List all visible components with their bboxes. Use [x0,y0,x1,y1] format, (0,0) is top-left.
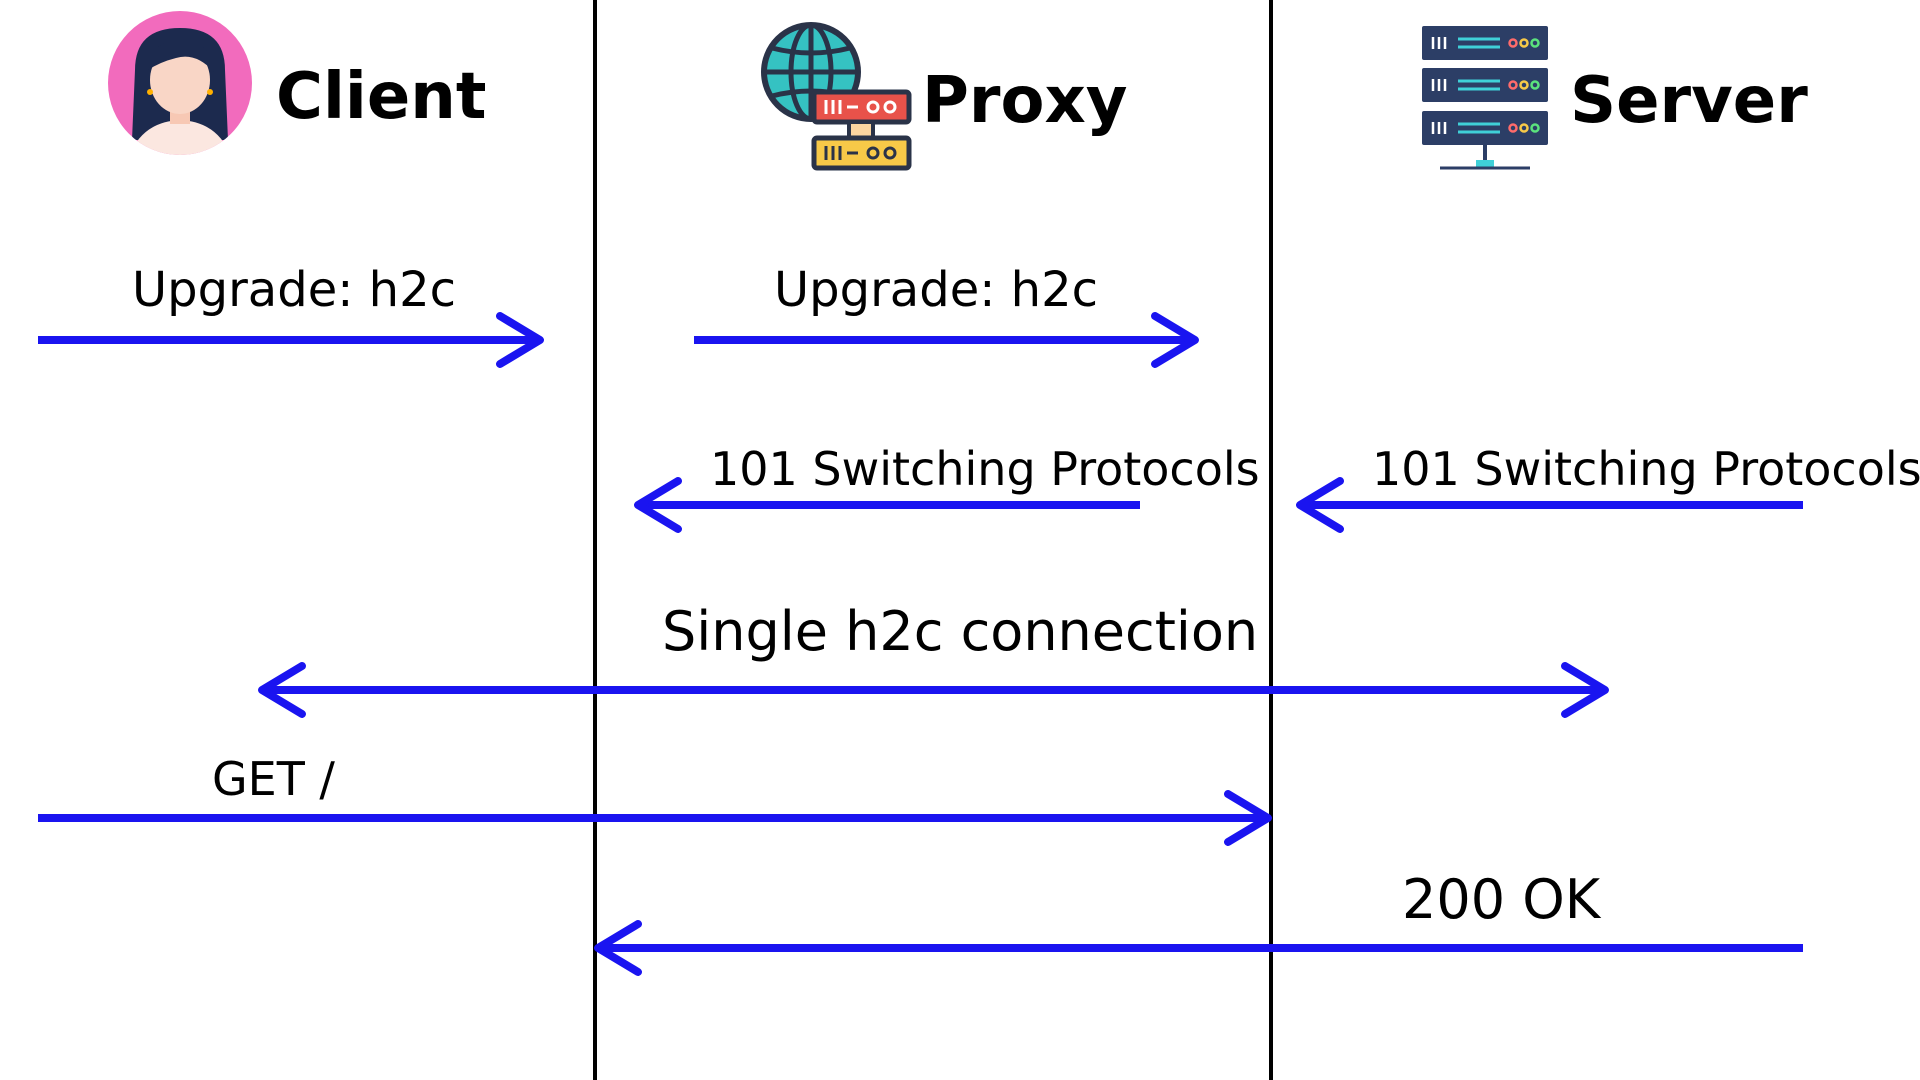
message-ok-response: 200 OK [594,868,1803,976]
arrow-head-right [1151,312,1199,368]
arrow-head-right [496,312,544,368]
woman-avatar-icon [108,11,252,155]
message-label: Upgrade: h2c [132,262,456,318]
message-label: GET / [212,752,335,806]
message-switch-server-proxy: 101 Switching Protocols [1296,442,1920,533]
actor-label-proxy: Proxy [922,64,1127,138]
message-label: Single h2c connection [662,600,1258,663]
message-label: Upgrade: h2c [774,262,1098,318]
server-rack-icon [1422,26,1548,170]
arrow-head-left [1296,477,1344,533]
arrow-head-left [634,477,682,533]
message-label: 200 OK [1402,868,1602,931]
message-get-request: GET / [38,752,1272,846]
arrow-head-left [258,662,306,718]
arrow-head-right [1224,790,1272,846]
message-switch-proxy-client: 101 Switching Protocols [634,442,1260,533]
message-label: 101 Switching Protocols [710,442,1260,496]
message-label: 101 Switching Protocols [1372,442,1920,496]
arrow-head-left [594,920,642,976]
arrow-head-right [1561,662,1609,718]
globe-server-icon [761,22,912,171]
message-upgrade-proxy-server: Upgrade: h2c [694,262,1199,368]
message-single-connection: Single h2c connection [258,600,1609,718]
message-upgrade-client-proxy: Upgrade: h2c [38,262,544,368]
actor-label-server: Server [1570,64,1808,138]
actor-label-client: Client [276,60,486,134]
